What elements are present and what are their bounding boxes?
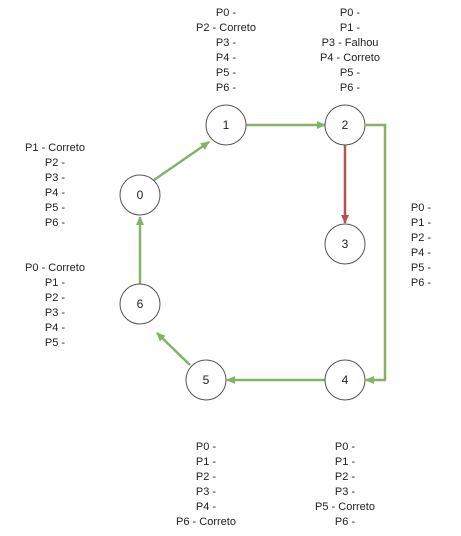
node-6-circle (119, 283, 161, 325)
status-line: P1 - (411, 217, 432, 229)
status-line: P6 - (216, 82, 237, 94)
edge-2-to-4 (365, 123, 387, 384)
status-block-node-0: P1 - Correto P2 - P3 - P4 - P5 - P6 - (25, 142, 85, 229)
node-1-circle (205, 104, 247, 146)
status-line: P6 - Correto (176, 516, 236, 528)
status-line: P1 - Correto (25, 142, 85, 154)
status-line: P2 - (196, 471, 217, 483)
status-line: P0 - (411, 202, 432, 214)
status-line: P4 - Correto (320, 52, 380, 64)
status-line: P6 - (340, 82, 361, 94)
node-0-circle (119, 174, 161, 216)
status-line: P4 - (196, 501, 217, 513)
status-block-node-5: P0 - P1 - P2 - P3 - P4 - P6 - Correto (176, 441, 236, 528)
node-6-label: 6 (137, 297, 144, 311)
node-4[interactable]: 4 (324, 359, 366, 401)
node-6[interactable]: 6 (119, 283, 161, 325)
status-line: P6 - (335, 516, 356, 528)
status-block-node-1: P0 - P2 - Correto P3 - P4 - P5 - P6 - (196, 7, 256, 94)
status-line: P3 - Falhou (322, 37, 379, 49)
status-line: P0 - (216, 7, 237, 19)
status-line: P2 - Correto (196, 22, 256, 34)
node-3[interactable]: 3 (324, 223, 366, 265)
node-5-circle (185, 359, 227, 401)
status-line: P2 - (335, 471, 356, 483)
status-line: P1 - (340, 22, 361, 34)
status-block-node-2: P0 - P1 - P3 - Falhou P4 - Correto P5 - … (320, 7, 380, 94)
node-2-circle (324, 104, 366, 146)
status-line: P5 - (216, 67, 237, 79)
node-4-label: 4 (342, 373, 349, 387)
status-line: P3 - (335, 486, 356, 498)
node-3-circle (324, 223, 366, 265)
status-line: P1 - (335, 456, 356, 468)
status-line: P1 - (196, 456, 217, 468)
status-line: P6 - (411, 277, 432, 289)
node-2-label: 2 (342, 118, 349, 132)
status-line: P3 - (216, 37, 237, 49)
status-line: P0 - (196, 441, 217, 453)
status-line: P0 - (340, 7, 361, 19)
status-line: P0 - Correto (25, 262, 85, 274)
status-line: P2 - (45, 292, 66, 304)
status-line: P5 - (45, 202, 66, 214)
status-line: P3 - (45, 307, 66, 319)
status-line: P6 - (45, 217, 66, 229)
node-1[interactable]: 1 (205, 104, 247, 146)
status-line: P4 - (216, 52, 237, 64)
node-4-circle (324, 359, 366, 401)
status-line: P0 - (335, 441, 356, 453)
status-block-node-6: P0 - Correto P1 - P2 - P3 - P4 - P5 - (25, 262, 85, 349)
status-block-node-3: P0 - P1 - P2 - P4 - P5 - P6 - (411, 202, 432, 289)
node-2[interactable]: 2 (324, 104, 366, 146)
status-line: P4 - (411, 247, 432, 259)
status-line: P4 - (45, 187, 66, 199)
status-line: P4 - (45, 322, 66, 334)
status-line: P2 - (45, 157, 66, 169)
status-line: P3 - (196, 486, 217, 498)
status-line: P3 - (45, 172, 66, 184)
node-1-label: 1 (223, 118, 230, 132)
status-line: P5 - (411, 262, 432, 274)
status-line: P1 - (45, 277, 66, 289)
edge-5-to-6 (156, 332, 191, 366)
node-3-label: 3 (342, 237, 349, 251)
node-0-label: 0 (137, 188, 144, 202)
status-line: P2 - (411, 232, 432, 244)
node-5[interactable]: 5 (185, 359, 227, 401)
status-block-node-4: P0 - P1 - P2 - P3 - P5 - Correto P6 - (315, 441, 375, 528)
node-5-label: 5 (203, 373, 210, 387)
node-0[interactable]: 0 (119, 174, 161, 216)
status-line: P5 - (340, 67, 361, 79)
status-line: P5 - (45, 337, 66, 349)
status-line: P5 - Correto (315, 501, 375, 513)
edge-0-to-1 (153, 140, 210, 182)
